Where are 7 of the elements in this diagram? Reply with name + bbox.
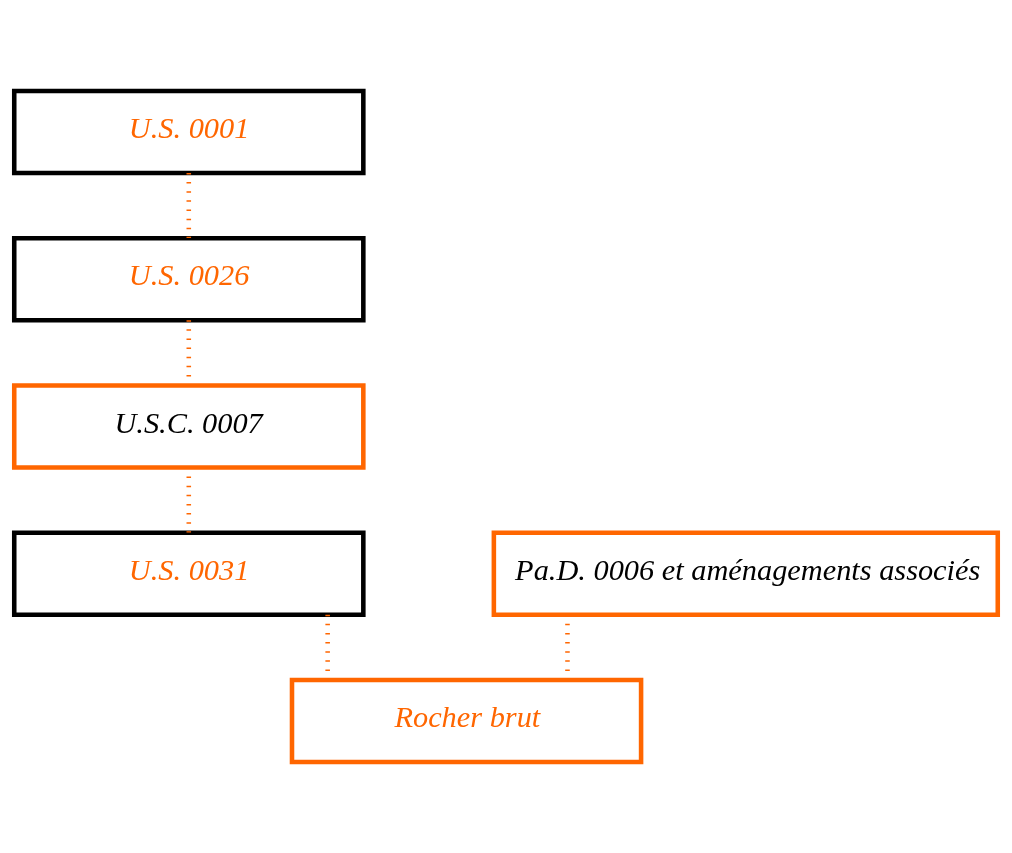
node-box: U.S. 0001 (11, 88, 366, 176)
node-box: U.S. 0026 (11, 236, 366, 323)
node-box: U.S.C. 0007 (11, 383, 366, 470)
node-box: U.S. 0031 (11, 530, 366, 617)
node-box: Pa.D. 0006 et aménagements associés (491, 530, 1001, 617)
node-box: Rocher brut (289, 677, 644, 765)
connector (186, 173, 192, 238)
